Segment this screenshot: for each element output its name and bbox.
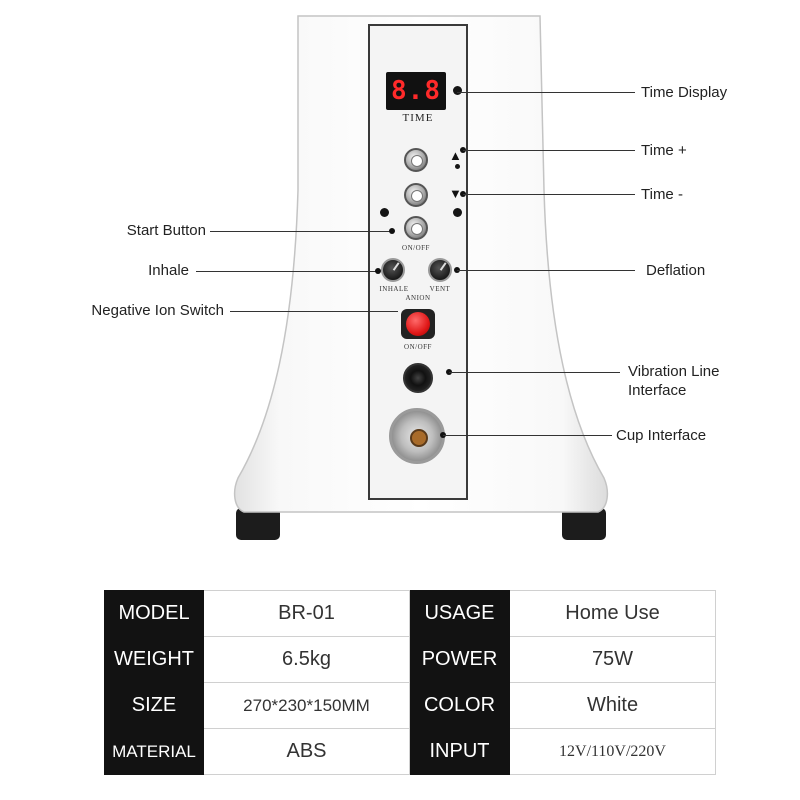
spec-value: Home Use bbox=[509, 590, 716, 637]
vibration-line-label-2: Interface bbox=[628, 382, 687, 399]
vibration-leader bbox=[449, 372, 620, 373]
spec-table: MODEL BR-01 USAGE Home Use WEIGHT 6.5kg … bbox=[104, 590, 716, 775]
time-minus-label: Time - bbox=[641, 186, 683, 203]
start-caption: ON/OFF bbox=[402, 244, 430, 252]
table-row: WEIGHT 6.5kg POWER 75W bbox=[104, 636, 716, 683]
spec-key: MODEL bbox=[104, 590, 204, 637]
spec-value: White bbox=[509, 682, 716, 729]
switch-caption: ON/OFF bbox=[404, 343, 432, 351]
inhale-caption: INHALE bbox=[379, 285, 409, 293]
negative-ion-switch[interactable] bbox=[401, 309, 435, 339]
spec-key: SIZE bbox=[104, 682, 204, 729]
time-display-leader bbox=[457, 92, 635, 93]
spec-key: WEIGHT bbox=[104, 636, 204, 683]
anion-caption: ANION bbox=[405, 294, 431, 302]
cup-interface-label: Cup Interface bbox=[616, 427, 707, 444]
deflation-dial[interactable] bbox=[428, 258, 452, 282]
cup-leader bbox=[443, 435, 612, 436]
chevron-down-icon: ▼ bbox=[449, 186, 462, 201]
inhale-dial[interactable] bbox=[381, 258, 405, 282]
product-illustration: 8.8 TIME ▲ ▼ ON/OFF INHALE VENT ANION ON… bbox=[0, 0, 800, 580]
deflation-label: Deflation bbox=[646, 262, 706, 279]
spec-value: ABS bbox=[203, 728, 410, 775]
table-row: SIZE 270*230*150MM COLOR White bbox=[104, 682, 716, 729]
chevron-up-icon: ▲ bbox=[449, 148, 462, 163]
start-indicator-right bbox=[453, 208, 462, 217]
spec-value: 270*230*150MM bbox=[203, 682, 410, 729]
spec-key: USAGE bbox=[409, 590, 510, 637]
vibration-line-label: Vibration Line Interface bbox=[628, 362, 719, 400]
table-row: MATERIAL ABS INPUT 12V/110V/220V bbox=[104, 728, 716, 775]
start-indicator-left bbox=[380, 208, 389, 217]
time-plus-dot bbox=[455, 164, 460, 169]
spec-key: COLOR bbox=[409, 682, 510, 729]
negative-ion-switch-label: Negative Ion Switch bbox=[91, 302, 224, 319]
vent-caption: VENT bbox=[429, 285, 451, 293]
cup-port[interactable] bbox=[389, 408, 445, 464]
time-minus-leader bbox=[463, 194, 635, 195]
time-display-label: Time Display bbox=[641, 84, 728, 101]
left-foot bbox=[236, 508, 280, 540]
time-plus-button[interactable] bbox=[404, 148, 428, 172]
vibration-line-label-1: Vibration Line bbox=[628, 363, 720, 380]
deflation-leader bbox=[457, 270, 635, 271]
negative-ion-leader bbox=[230, 311, 398, 312]
spec-value: BR-01 bbox=[203, 590, 410, 637]
right-foot bbox=[562, 508, 606, 540]
spec-key: MATERIAL bbox=[104, 728, 204, 775]
spec-key: POWER bbox=[409, 636, 510, 683]
time-minus-button[interactable] bbox=[404, 183, 428, 207]
start-button[interactable] bbox=[404, 216, 428, 240]
spec-value: 75W bbox=[509, 636, 716, 683]
start-button-label: Start Button bbox=[126, 222, 206, 239]
vibration-line-port[interactable] bbox=[403, 363, 433, 393]
time-plus-leader bbox=[463, 150, 635, 151]
time-caption: TIME bbox=[402, 112, 434, 124]
table-row: MODEL BR-01 USAGE Home Use bbox=[104, 590, 716, 637]
start-leader-dot bbox=[389, 228, 395, 234]
time-plus-label: Time + bbox=[641, 142, 687, 159]
spec-value: 12V/110V/220V bbox=[509, 728, 716, 775]
time-display: 8.8 bbox=[386, 72, 446, 110]
spec-key: INPUT bbox=[409, 728, 510, 775]
inhale-leader bbox=[196, 271, 378, 272]
inhale-leader-dot bbox=[375, 268, 381, 274]
display-indicator-dot bbox=[453, 86, 462, 95]
spec-value: 6.5kg bbox=[203, 636, 410, 683]
inhale-label: Inhale bbox=[148, 262, 189, 279]
start-leader bbox=[210, 231, 392, 232]
